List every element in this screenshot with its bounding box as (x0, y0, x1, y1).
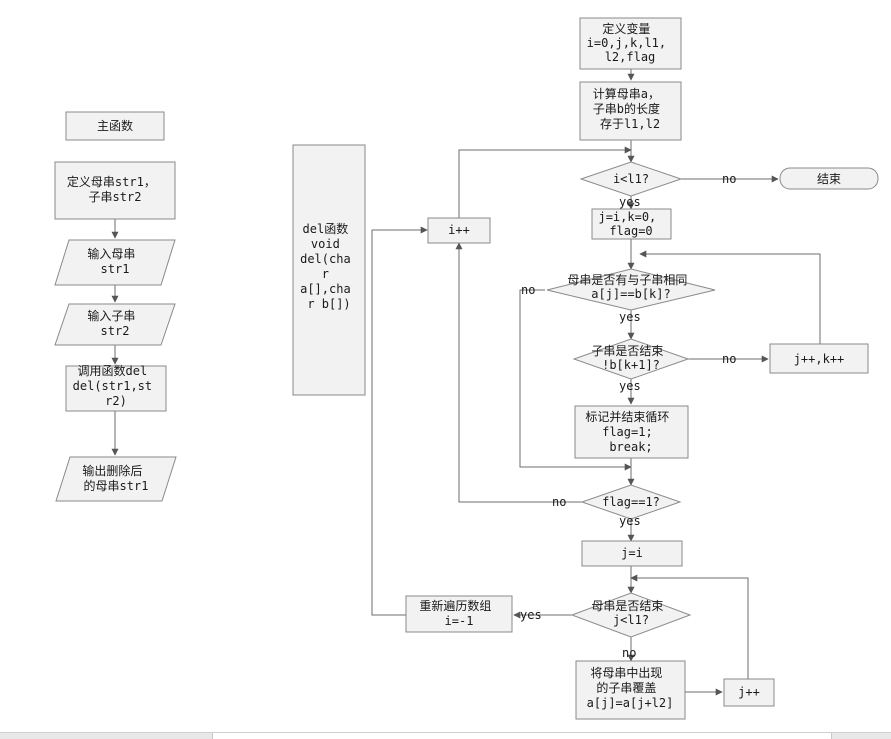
del-function-flow: 定义变量 i=0,j,k,l1, l2,flag 计算母串a， 子串b的长度 存… (405, 17, 879, 720)
cond-i-diamond (579, 161, 683, 197)
j-inc-box (723, 678, 775, 707)
cond-sub-end-diamond (572, 338, 690, 380)
cond-match-diamond (546, 268, 716, 311)
set-j-box (581, 540, 683, 567)
jk-inc-box (769, 343, 869, 374)
init-j-text: j=i,k=0, flag=0 (598, 210, 663, 238)
i-inc-text: i++ (448, 223, 470, 237)
main-input-a-parallelogram (54, 239, 176, 286)
main-title: 主函数 (97, 118, 133, 133)
del-function-panel: del函数 void del(cha r a[],cha r b[]) (292, 144, 366, 396)
main-output-parallelogram (55, 456, 177, 502)
define-vars-text: 定义变量 i=0,j,k,l1, l2,flag (587, 21, 674, 64)
edge-cond-flag-no-to-i-inc (455, 242, 582, 503)
main-input-a-text: 输入母串 str1 (87, 246, 142, 276)
jk-inc-text: j++,k++ (794, 352, 845, 366)
edge-jk-loop-back (639, 250, 821, 344)
main-function: 主函数 定义母串str1， 子串str2 输入母串 str1 输入子串 str2… (54, 111, 177, 502)
label-cond-flag-yes: yes (619, 514, 641, 528)
end-text: 结束 (817, 172, 841, 186)
mark-break-box (574, 405, 689, 459)
del-panel-text: del函数 void del(cha r a[],cha r b[]) (300, 221, 358, 311)
end-terminator (779, 167, 879, 190)
label-cond-match-yes: yes (619, 310, 641, 324)
bottom-scrollbar[interactable] (0, 732, 891, 739)
cond-sub-end-text: 子串是否结束 !b[k+1]? (591, 344, 670, 372)
edge-reset-to-i-inc (371, 226, 428, 616)
edge-i-inc-to-cond-i (458, 146, 632, 218)
edges (111, 69, 821, 696)
init-j-box (591, 208, 672, 240)
label-cond-sub-end-yes: yes (619, 379, 641, 393)
cond-mother-end-text: 母串是否结束 j<l1? (591, 599, 670, 627)
main-call-box (65, 365, 167, 412)
main-define-text: 定义母串str1， 子串str2 (67, 174, 163, 204)
reset-box (405, 595, 513, 633)
main-call-text: 调用函数del del(str1,st r2) (73, 363, 160, 408)
i-inc-box (427, 217, 491, 244)
label-cond-match-no: no (521, 283, 535, 297)
label-cond-sub-end-no: no (722, 352, 736, 366)
reset-text: 重新遍历数组 i=-1 (419, 598, 498, 628)
cond-mother-end-diamond (570, 592, 692, 638)
edge-labels: no yes no yes no yes no yes yes no (520, 172, 736, 660)
main-define-box (54, 161, 176, 220)
main-output-text: 输出删除后 的母串str1 (82, 463, 149, 493)
main-input-b-parallelogram (54, 303, 176, 346)
cond-flag-text: flag==1? (602, 495, 660, 509)
label-cond-mother-yes: yes (520, 608, 542, 622)
compute-len-text: 计算母串a， 子串b的长度 存于l1,l2 (593, 86, 667, 131)
edge-j-inc-loop-back (630, 574, 749, 679)
cond-flag-diamond (580, 484, 682, 520)
compute-len-box (579, 81, 682, 141)
cond-match-text: 母串是否有与子串相同 a[j]==b[k]? (567, 273, 694, 301)
bottom-scrollbar-thumb[interactable] (212, 733, 832, 739)
label-cond-i-yes: yes (619, 195, 641, 209)
mark-break-text: 标记并结束循环 flag=1; break; (585, 410, 676, 454)
edge-cond-match-no-to-flag (519, 289, 632, 471)
overwrite-box (575, 660, 686, 720)
main-title-box (65, 111, 165, 141)
main-input-b-text: 输入子串 str2 (87, 308, 142, 338)
set-j-text: j=i (621, 546, 643, 560)
del-panel-box (292, 144, 366, 396)
cond-i-text: i<l1? (613, 172, 649, 186)
overwrite-text: 将母串中出现 的子串覆盖 a[j]=a[j+l2] (587, 665, 674, 710)
label-cond-mother-no: no (622, 646, 636, 660)
label-cond-i-no: no (722, 172, 736, 186)
define-vars-box (579, 17, 682, 70)
label-cond-flag-no: no (552, 495, 566, 509)
j-inc-text: j++ (738, 685, 760, 699)
